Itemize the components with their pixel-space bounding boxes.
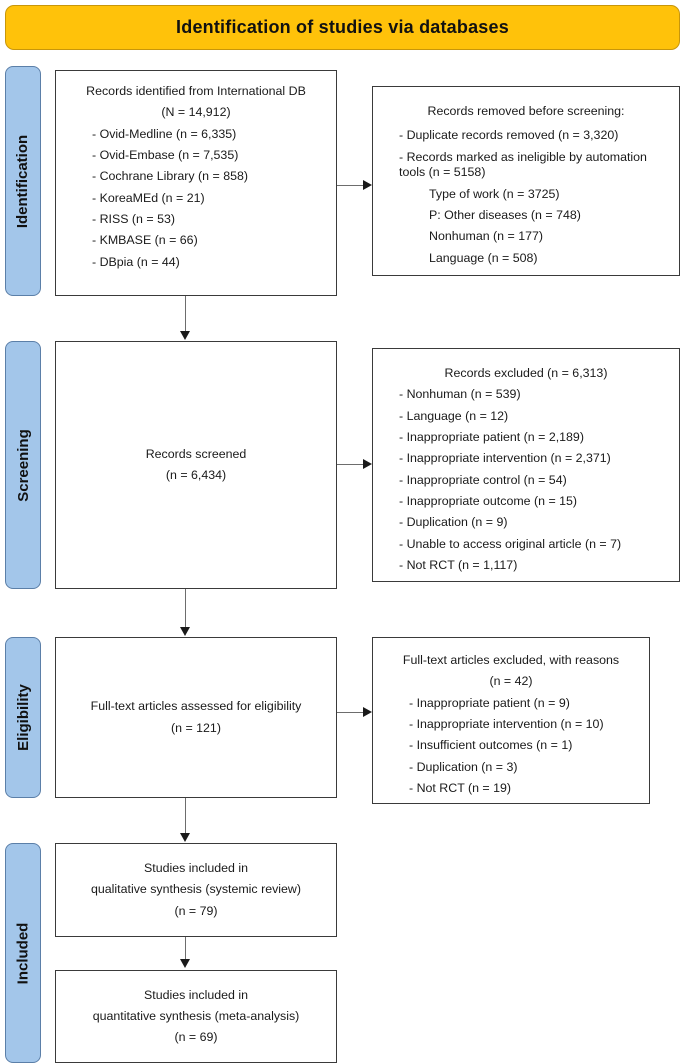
connector-fulltext-to-qualitative <box>185 798 187 834</box>
box-title: Records excluded (n = 6,313) <box>444 366 608 380</box>
excluded-reason: - Inappropriate patient (n = 2,189) <box>399 429 584 444</box>
stage-label-eligibility: Eligibility <box>5 637 41 798</box>
header-banner: Identification of studies via databases <box>5 5 680 50</box>
box-total-count: (N = 14,912) <box>161 105 231 120</box>
excluded-reason: - Unable to access original article (n =… <box>399 536 622 551</box>
box-records-identified: Records identified from International DB… <box>55 70 337 296</box>
source-item: - Cochrane Library (n = 858) <box>92 169 248 184</box>
removed-reason: Language (n = 508) <box>429 250 538 265</box>
excluded-reason: - Nonhuman (n = 539) <box>399 387 521 402</box>
box-count: (n = 121) <box>171 720 221 735</box>
page-title: Identification of studies via databases <box>176 17 509 37</box>
stage-label-text: Identification <box>14 134 32 228</box>
excluded-reason: - Inappropriate intervention (n = 10) <box>409 716 604 731</box>
source-item: - KoreaMEd (n = 21) <box>92 190 205 205</box>
connector-screened-to-fulltext <box>185 589 187 628</box>
excluded-reason: - Language (n = 12) <box>399 408 509 423</box>
box-fulltext-excluded: Full-text articles excluded, with reason… <box>372 637 650 804</box>
connector-fulltext-to-excluded <box>337 712 364 714</box>
box-count: (n = 6,434) <box>165 468 227 482</box>
arrow-fulltext-to-excluded <box>363 707 372 717</box>
excluded-reason: - Duplication (n = 3) <box>409 759 518 774</box>
excluded-reason: - Not RCT (n = 19) <box>409 780 512 795</box>
removed-duplicate: - Duplicate records removed (n = 3,320) <box>399 128 619 143</box>
removed-automation: - Records marked as ineligible by automa… <box>399 149 647 180</box>
removed-reason: P: Other diseases (n = 748) <box>429 208 581 223</box>
removed-reason: Nonhuman (n = 177) <box>429 229 543 244</box>
connector-qualitative-to-quantitative <box>185 937 187 960</box>
excluded-reason: - Insufficient outcomes (n = 1) <box>409 738 573 753</box>
box-title: Full-text articles assessed for eligibil… <box>90 699 302 714</box>
box-title: Records identified from International DB <box>86 84 306 98</box>
arrow-identified-to-removed <box>363 180 372 190</box>
arrow-identified-to-screened <box>180 331 190 340</box>
source-item: - Ovid-Embase (n = 7,535) <box>92 147 239 162</box>
box-quantitative-synthesis: Studies included in quantitative synthes… <box>55 970 337 1063</box>
box-count: (n = 79) <box>174 903 218 918</box>
box-line-1: Studies included in <box>143 987 248 1002</box>
box-line-1: Studies included in <box>143 861 248 875</box>
arrow-screened-to-fulltext <box>180 627 190 636</box>
box-count: (n = 42) <box>489 674 533 689</box>
connector-identified-to-screened <box>185 296 187 332</box>
excluded-reason: - Inappropriate intervention (n = 2,371) <box>399 451 611 466</box>
stage-label-screening: Screening <box>5 341 41 589</box>
arrow-qualitative-to-quantitative <box>180 959 190 968</box>
box-count: (n = 69) <box>174 1030 218 1045</box>
box-qualitative-synthesis: Studies included in qualitative synthesi… <box>55 843 337 937</box>
excluded-reason: - Inappropriate control (n = 54) <box>399 472 567 487</box>
stage-label-text: Screening <box>14 428 32 502</box>
box-title: Records removed before screening: <box>427 104 625 118</box>
source-item: - Ovid-Medline (n = 6,335) <box>92 126 237 141</box>
arrow-fulltext-to-qualitative <box>180 833 190 842</box>
excluded-reason: - Inappropriate patient (n = 9) <box>409 695 570 710</box>
box-records-excluded: Records excluded (n = 6,313) - Nonhuman … <box>372 348 680 582</box>
connector-screened-to-excluded <box>337 464 364 466</box>
stage-label-text: Included <box>14 922 32 984</box>
removed-reason: Type of work (n = 3725) <box>429 186 560 201</box>
stage-label-text: Eligibility <box>14 684 32 751</box>
box-line-2: quantitative synthesis (meta-analysis) <box>92 1008 300 1023</box>
arrow-screened-to-excluded <box>363 459 372 469</box>
box-records-removed: Records removed before screening: - Dupl… <box>372 86 680 276</box>
box-records-screened: Records screened (n = 6,434) <box>55 341 337 589</box>
excluded-reason: - Inappropriate outcome (n = 15) <box>399 493 578 508</box>
box-fulltext-assessed: Full-text articles assessed for eligibil… <box>55 637 337 798</box>
stage-label-included: Included <box>5 843 41 1063</box>
excluded-reason: - Duplication (n = 9) <box>399 515 508 530</box>
box-title: Full-text articles excluded, with reason… <box>402 653 620 667</box>
stage-label-identification: Identification <box>5 66 41 296</box>
source-item: - KMBASE (n = 66) <box>92 233 198 248</box>
connector-identified-to-removed <box>337 185 364 187</box>
box-line-2: qualitative synthesis (systemic review) <box>90 882 302 897</box>
source-item: - DBpia (n = 44) <box>92 254 180 269</box>
excluded-reason: - Not RCT (n = 1,117) <box>399 557 518 572</box>
source-item: - RISS (n = 53) <box>92 211 175 226</box>
box-title: Records screened <box>145 446 247 461</box>
